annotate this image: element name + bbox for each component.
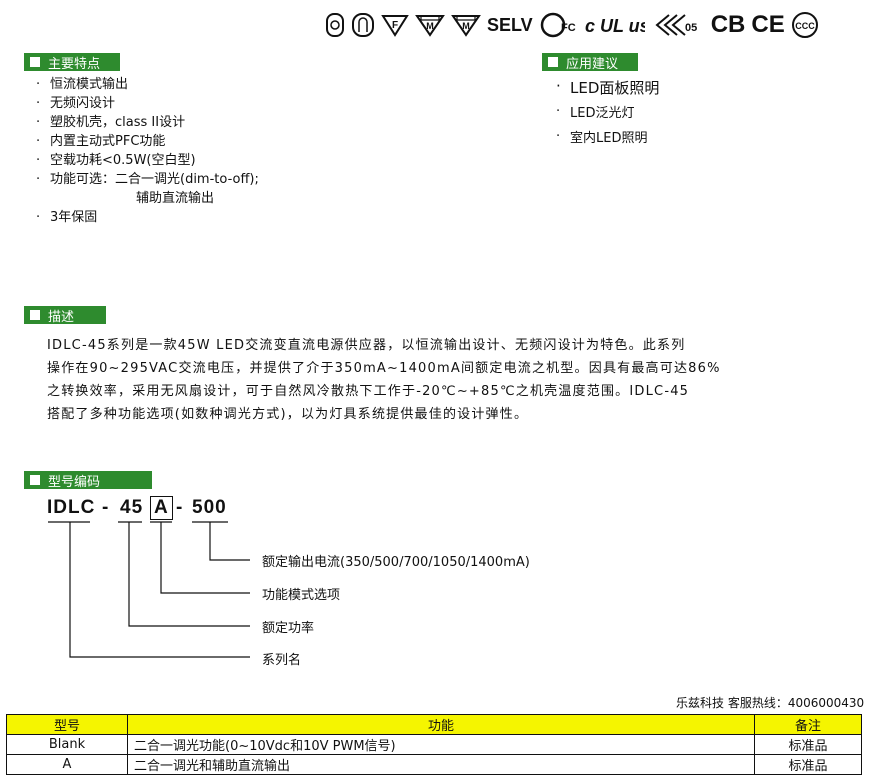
ccc-icon: CCC (791, 12, 819, 38)
applications-header: 应用建议 (542, 53, 638, 72)
description-line: 搭配了多种功能选项(如数种调光方式)，以为灯具系统提供最佳的设计弹性。 (47, 407, 529, 422)
table-row: Blank 二合一调光功能(0~10Vdc和10V PWM信号) 标准品 (6, 734, 862, 755)
features-list: 恒流模式输出 无频闪设计 塑胶机壳，class II设计 内置主动式PFC功能 … (36, 75, 259, 227)
model-part-dash-2: - (176, 497, 184, 518)
emc-icon (325, 12, 345, 38)
table-header-model: 型号 (6, 714, 128, 735)
table-cell-model: A (6, 754, 128, 775)
table-cell-function: 二合一调光功能(0~10Vdc和10V PWM信号) (127, 734, 755, 755)
square-bullet-icon (30, 475, 40, 485)
mm-mark-text: M (426, 21, 434, 31)
description-header: 描述 (24, 306, 106, 325)
legend-series-name: 系列名 (262, 653, 302, 668)
feature-item: 恒流模式输出 (36, 75, 259, 94)
selv-label: SELV (487, 14, 533, 35)
legend-rated-power: 额定功率 (262, 621, 315, 636)
description-line: IDLC-45系列是一款45W LED交流变直流电源供应器，以恒流输出设计、无频… (47, 338, 686, 353)
square-bullet-icon (30, 57, 40, 67)
ccc-text: CCC (795, 21, 815, 31)
f-mark-icon: F (381, 13, 409, 37)
feature-item: 内置主动式PFC功能 (36, 132, 259, 151)
feature-item: 无频闪设计 (36, 94, 259, 113)
model-code-title: 型号编码 (48, 474, 101, 490)
legend-output-current: 额定输出电流(350/500/700/1050/1400mA) (262, 555, 530, 570)
features-title: 主要特点 (48, 56, 101, 72)
applications-title: 应用建议 (566, 56, 619, 72)
model-part-wattage: 45 (120, 497, 144, 518)
certification-row: F M M SELV FC c UL us 05 CB CE CCC (325, 10, 819, 40)
application-item: 室内LED照明 (556, 124, 659, 151)
table-header-remark: 备注 (754, 714, 862, 735)
description-text: IDLC-45系列是一款45W LED交流变直流电源供应器，以恒流输出设计、无频… (47, 334, 777, 426)
table-cell-function: 二合一调光和辅助直流输出 (127, 754, 755, 775)
feature-item: 塑胶机壳，class II设计 (36, 113, 259, 132)
application-item: LED面板照明 (556, 74, 659, 101)
applications-list: LED面板照明 LED泛光灯 室内LED照明 (556, 74, 659, 151)
application-item: LED泛光灯 (556, 99, 659, 126)
c05-icon: 05 (651, 12, 705, 38)
description-line: 之转换效率，采用无风扇设计，可于自然风冷散热下工作于-20℃~+85℃之机壳温度… (47, 384, 690, 399)
table-header-function: 功能 (127, 714, 755, 735)
mm-mark-icon-2: M (451, 13, 481, 37)
customer-hotline: 乐兹科技 客服热线：4006000430 (676, 696, 865, 710)
f-mark-text: F (392, 20, 398, 31)
table-cell-model: Blank (6, 734, 128, 755)
thermal-icon (351, 12, 375, 38)
model-part-series: IDLC (47, 497, 96, 518)
table-row: A 二合一调光和辅助直流输出 标准品 (6, 754, 862, 775)
description-title: 描述 (48, 309, 75, 325)
legend-function-mode: 功能模式选项 (262, 588, 341, 603)
fcc-text: FC (561, 22, 576, 34)
feature-item: 3年保固 (36, 208, 259, 227)
features-header: 主要特点 (24, 53, 120, 72)
ce-label: CE (751, 11, 785, 38)
feature-item: 空载功耗<0.5W(空白型) (36, 151, 259, 170)
square-bullet-icon (30, 310, 40, 320)
cb-label: CB (710, 11, 746, 38)
feature-item: 功能可选：二合一调光(dim-to-off); (36, 170, 259, 189)
ul-text: c UL us (585, 16, 645, 36)
c05-text: 05 (685, 22, 697, 34)
model-part-option: A (150, 496, 173, 520)
table-cell-remark: 标准品 (754, 754, 862, 775)
model-part-dash: - (102, 497, 110, 518)
square-bullet-icon (548, 57, 558, 67)
description-line: 操作在90~295VAC交流电压，并提供了介于350mA~1400mA间额定电流… (47, 361, 721, 376)
mm-mark-icon: M (415, 13, 445, 37)
mm-mark-text-2: M (462, 21, 470, 31)
table-cell-remark: 标准品 (754, 734, 862, 755)
model-code-header: 型号编码 (24, 471, 152, 490)
options-table: 型号 功能 备注 Blank 二合一调光功能(0~10Vdc和10V PWM信号… (6, 714, 862, 775)
feature-item: 辅助直流输出 (136, 191, 215, 206)
model-part-current: 500 (192, 497, 227, 518)
fcc-icon: FC (539, 12, 579, 38)
ul-icon: c UL us (585, 12, 645, 38)
table-header-row: 型号 功能 备注 (6, 714, 862, 735)
